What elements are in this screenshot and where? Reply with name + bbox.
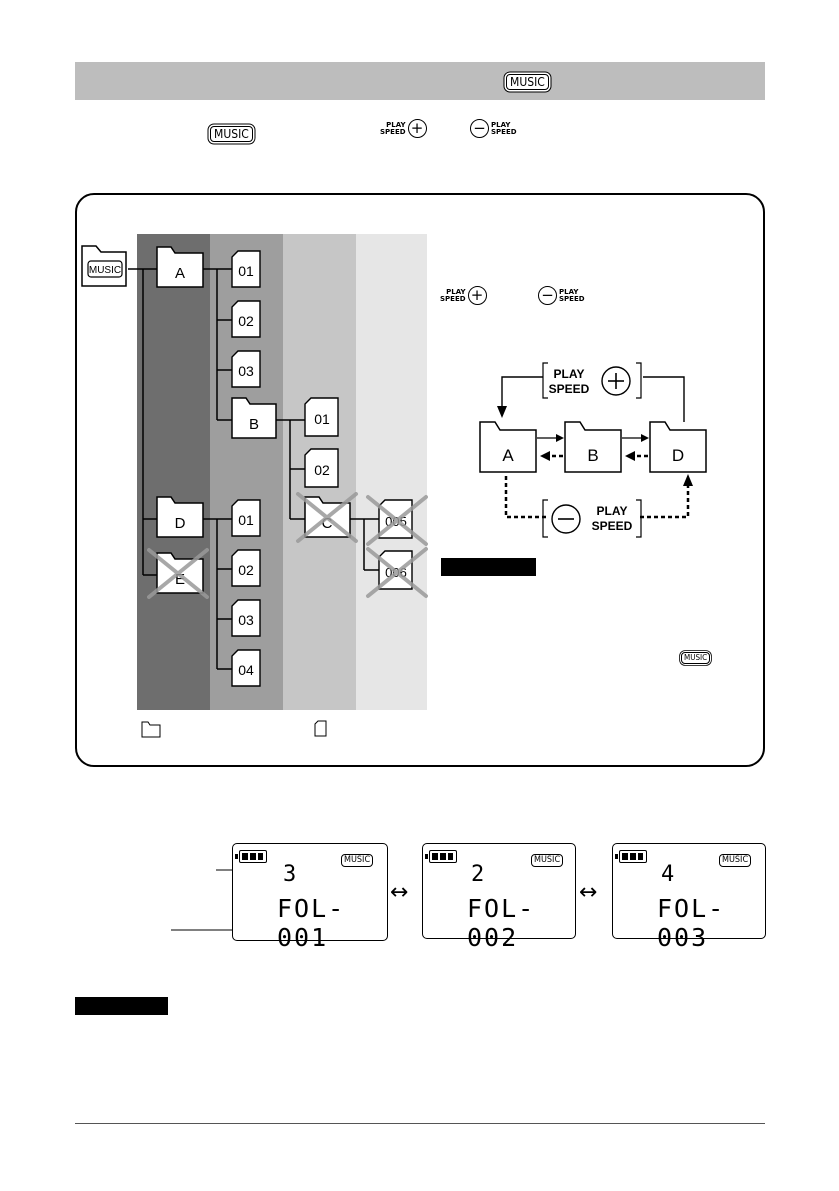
file-a-02: 02 [231,300,261,338]
lcd-folder-name: FOL-001 [277,894,346,952]
root-music-folder: MUSIC [81,245,127,287]
folder-cycle-diagram: PLAY SPEED A B D [479,362,707,538]
svg-text:01: 01 [238,512,254,528]
lcd-track-number: 4 [661,862,675,887]
lcd-music-icon: MUSIC [341,849,374,867]
svg-text:02: 02 [238,313,254,329]
file-b-01: 01 [304,397,339,437]
svg-text:PLAY: PLAY [554,367,585,381]
svg-text:B: B [249,416,259,433]
note-tag-1 [441,558,536,576]
svg-text:02: 02 [238,562,254,578]
svg-text:04: 04 [238,662,254,678]
lcd-track-number: 3 [283,862,297,887]
svg-text:SPEED: SPEED [592,519,633,533]
svg-text:A: A [175,265,185,282]
minus-icon: − [470,119,489,138]
panel-play-speed-plus-button: PLAY SPEED + [440,286,487,305]
lcd-track-number: 2 [471,862,485,887]
battery-icon [425,850,457,863]
plus-icon: + [467,286,487,305]
intro-play-speed-minus-button: − PLAY SPEED [470,119,517,138]
header-music-icon: MUSIC [506,73,549,91]
cycle-folder-d: D [649,421,707,473]
minus-icon: − [538,286,557,305]
lcd-folder-name: FOL-003 [657,894,726,952]
swap-arrow-icon: ↔ [390,880,409,905]
lcd-display-2: MUSIC 2 FOL-002 [422,843,576,952]
svg-text:01: 01 [314,411,330,427]
cycle-folder-b: B [564,421,622,473]
file-d-04: 04 [231,649,261,687]
file-d-02: 02 [231,549,261,587]
intro-play-speed-plus-button: PLAY SPEED + [380,119,427,138]
file-a-01: 01 [231,250,261,288]
file-b-02: 02 [304,448,339,488]
svg-text:02: 02 [314,462,330,478]
file-d-03: 03 [231,599,261,637]
svg-text:PLAY: PLAY [597,504,628,518]
file-a-03: 03 [231,350,261,388]
legend-file-icon [314,720,327,737]
legend-folder-icon [141,721,161,738]
svg-text:A: A [502,446,514,465]
folder-d: D [156,496,204,538]
panel-music-icon: MUSIC [681,647,711,665]
svg-text:D: D [175,515,186,532]
svg-text:D: D [672,446,684,465]
battery-icon [235,850,267,863]
svg-text:03: 03 [238,363,254,379]
swap-arrow-icon: ↔ [579,880,598,905]
lcd-folder-name: FOL-002 [467,894,536,952]
footer-rule [75,1123,765,1124]
lcd-display-1: MUSIC 3 FOL-001 [232,843,388,952]
svg-text:01: 01 [238,263,254,279]
lcd-display-3: MUSIC 4 FOL-003 [612,843,766,952]
column-level-1 [137,234,210,710]
lcd-music-icon: MUSIC [531,849,564,867]
svg-text:C: C [322,515,333,532]
folder-a: A [156,246,204,288]
svg-text:MUSIC: MUSIC [89,265,121,276]
folder-b: B [231,397,277,439]
note-tag-2 [75,997,168,1015]
section-header-bar [75,62,765,100]
plus-icon: + [407,119,427,138]
panel-play-speed-minus-button: − PLAY SPEED [538,286,585,305]
lcd-music-icon: MUSIC [719,849,752,867]
cycle-folder-a: A [479,421,537,473]
intro-music-icon: MUSIC [210,125,253,143]
svg-text:03: 03 [238,612,254,628]
battery-icon [615,850,647,863]
excluded-cross-marks [147,492,428,599]
svg-text:B: B [587,446,598,465]
svg-text:E: E [175,571,185,588]
svg-text:SPEED: SPEED [549,382,590,396]
file-d-01: 01 [231,499,261,537]
column-level-4 [356,234,427,710]
